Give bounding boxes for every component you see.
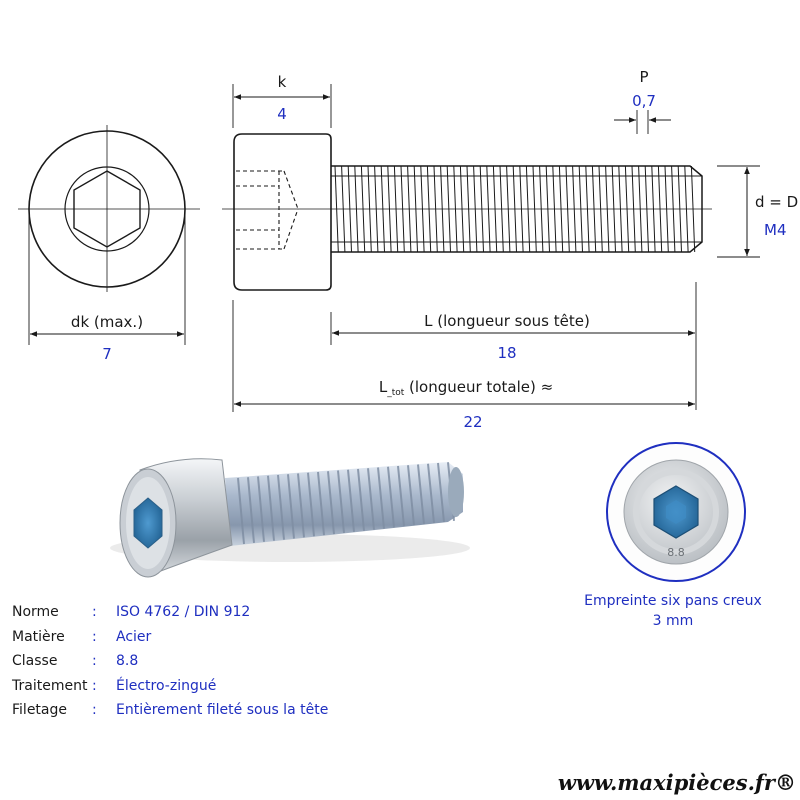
- spec-sep: :: [92, 628, 97, 645]
- spec-sep: :: [92, 702, 97, 718]
- dim-ltot-value: 22: [463, 413, 482, 431]
- screw-photo: [110, 458, 470, 578]
- photo-thread-line: [377, 467, 385, 529]
- photo-thread-line: [347, 469, 355, 532]
- spec-row-norme: Norme : ISO 4762 / DIN 912: [12, 600, 328, 625]
- spec-row-filetage: Filetage : Entièrement fileté sous la tê…: [12, 698, 328, 723]
- photo-thread-line: [317, 471, 325, 536]
- socket-detail: 8.8: [606, 442, 746, 582]
- site-watermark[interactable]: www.maxipièces.fr®: [557, 770, 796, 795]
- socket-caption-line1: Empreinte six pans creux: [584, 593, 762, 609]
- head-marking: 8.8: [667, 546, 685, 559]
- dim-ltot-label: L_tot (longueur totale) ≈: [379, 378, 553, 398]
- dimension-pitch: P 0,7: [614, 68, 671, 134]
- screw-head-side: [233, 133, 332, 291]
- photo-thread-line: [277, 474, 285, 540]
- dim-d-label: d = D: [755, 193, 798, 211]
- spec-row-traitement: Traitement : Électro-zingué: [12, 674, 328, 699]
- end-view: [18, 125, 200, 292]
- photo-thread-line: [387, 466, 395, 528]
- dimension-diameter: d = D M4: [717, 165, 798, 258]
- photo-thread-line: [357, 468, 365, 531]
- socket-caption-line2: 3 mm: [652, 613, 694, 629]
- spec-row-matiere: Matière : Acier: [12, 625, 328, 650]
- spec-value: Acier: [116, 628, 152, 645]
- photo-thread-line: [247, 477, 255, 543]
- dimension-l: L (longueur sous tête) 18: [330, 282, 697, 410]
- dim-l-label: L (longueur sous tête): [424, 312, 590, 330]
- photo-thread-line: [297, 473, 305, 538]
- dim-p-label: P: [639, 68, 648, 86]
- spec-list: Norme : ISO 4762 / DIN 912 Matière : Aci…: [12, 600, 328, 723]
- spec-label: Norme: [12, 604, 59, 620]
- spec-label: Matière: [12, 628, 65, 645]
- spec-label: Filetage: [12, 702, 67, 718]
- photo-thread-line: [417, 464, 425, 525]
- dim-k-value: 4: [277, 105, 287, 123]
- dim-p-value: 0,7: [632, 92, 656, 110]
- dim-l-value: 18: [497, 344, 516, 362]
- spec-label: Traitement: [12, 677, 88, 694]
- spec-sep: :: [92, 604, 97, 620]
- photo-thread-line: [237, 477, 245, 545]
- spec-row-classe: Classe : 8.8: [12, 649, 328, 674]
- spec-sep: :: [92, 653, 97, 669]
- dim-k-label: k: [278, 73, 287, 91]
- photo-thread-line: [397, 465, 405, 527]
- dimension-ltot: L_tot (longueur totale) ≈ 22: [232, 300, 695, 431]
- photo-thread-line: [327, 471, 335, 535]
- spec-sep: :: [92, 677, 97, 694]
- photo-thread-line: [267, 475, 275, 541]
- spec-value: ISO 4762 / DIN 912: [116, 604, 251, 620]
- photo-thread-line: [427, 463, 435, 524]
- spec-value: Entièrement fileté sous la tête: [116, 702, 329, 718]
- photo-thread-line: [307, 472, 315, 537]
- spec-label: Classe: [12, 653, 58, 669]
- spec-value: 8.8: [116, 653, 139, 669]
- dimension-k: k 4: [232, 73, 332, 128]
- photo-thread-line: [337, 470, 345, 534]
- socket-caption: Empreinte six pans creux 3 mm: [560, 591, 786, 631]
- photo-thread-line: [407, 465, 415, 526]
- photo-thread-line: [257, 476, 265, 542]
- photo-thread-line: [287, 474, 295, 539]
- photo-thread-line: [437, 462, 445, 523]
- spec-value: Électro-zingué: [116, 677, 217, 694]
- dim-d-value: M4: [764, 221, 787, 239]
- photo-thread-line: [367, 468, 375, 530]
- dim-dk-label: dk (max.): [71, 313, 143, 331]
- dimension-dk: dk (max.) 7: [28, 215, 186, 363]
- dim-dk-value: 7: [102, 345, 112, 363]
